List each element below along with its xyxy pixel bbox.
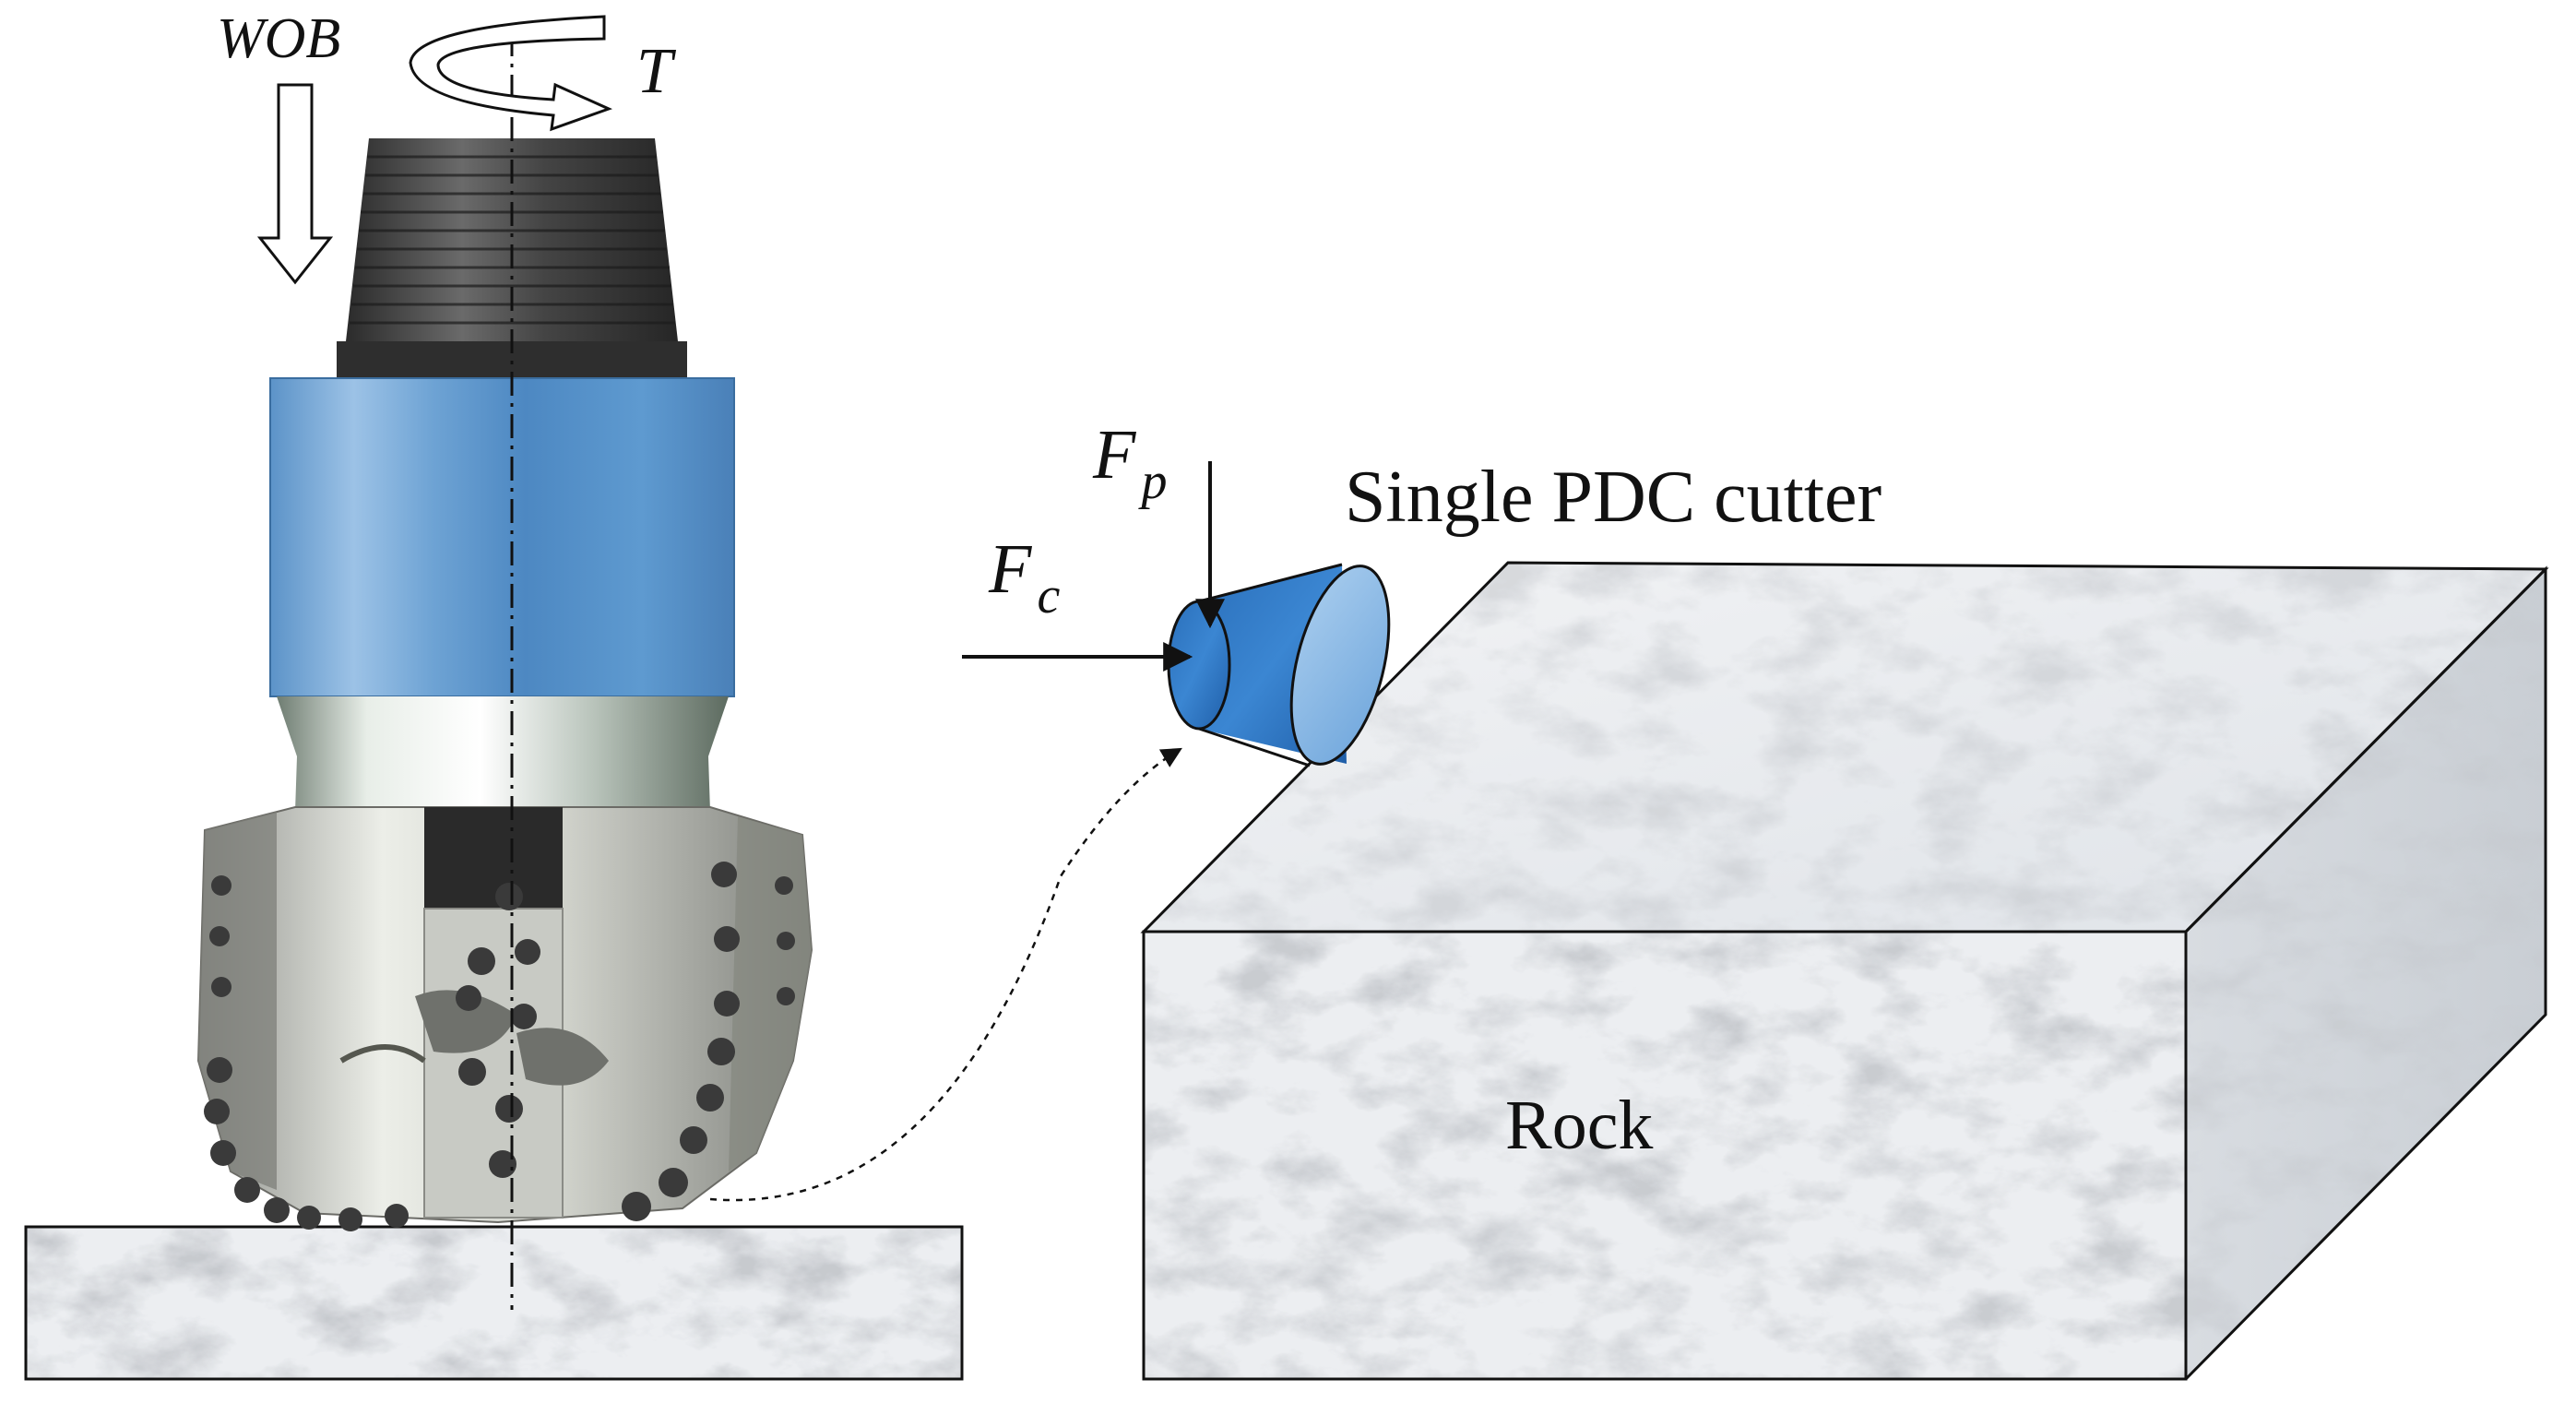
fp-label-main: F [1092, 416, 1137, 493]
wob-indicator: WOB [217, 7, 340, 285]
cutter-leader-line [709, 747, 1182, 1202]
rock-block: Rock [1140, 561, 2549, 1381]
rock-label: Rock [1505, 1087, 1653, 1164]
ground-rock-slab [24, 1225, 964, 1381]
fc-label-sub: c [1037, 567, 1060, 624]
cutter-diamond-face [1289, 565, 1391, 766]
pdc-drill-bit [196, 32, 813, 1310]
cutter-caption: Single PDC cutter [1345, 457, 1882, 538]
torque-arrow [409, 15, 613, 132]
fp-label-sub: p [1137, 453, 1167, 510]
single-pdc-cutter [1167, 563, 1391, 767]
bit-cutters [204, 862, 795, 1231]
wob-arrow [256, 83, 334, 285]
torque-label: T [636, 36, 677, 107]
bit-body [270, 378, 734, 696]
wob-label: WOB [217, 7, 340, 70]
bit-neck [277, 696, 729, 812]
torque-indicator: T [409, 15, 677, 132]
fc-label-main: F [988, 530, 1033, 608]
bit-crown [196, 806, 813, 1224]
